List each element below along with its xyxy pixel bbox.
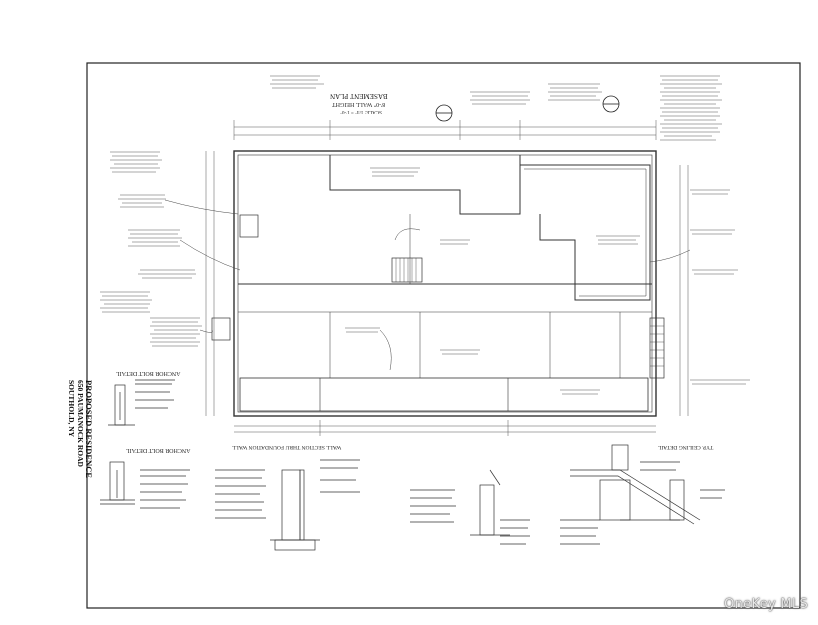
- title-line-3: SOUTHOLD, NY: [67, 380, 76, 438]
- title-block: PROPOSED RESIDENCE 650 PAUMANOCK ROAD SO…: [58, 380, 98, 500]
- ceiling-detail-title: TYP. CEILING DETAIL: [658, 444, 714, 450]
- ceiling-detail: [560, 444, 725, 545]
- anchor-bolt-detail-1: [108, 379, 175, 426]
- title-line-2: 650 PAUMANOCK ROAD: [76, 380, 85, 467]
- foundation-outline: [211, 150, 665, 417]
- anchor-bolt-detail-2: [100, 461, 190, 509]
- wall-height-label: 8'-0" WALL HEIGHT: [332, 101, 386, 107]
- note-blocks: [100, 75, 750, 395]
- basement-plan-title: BASEMENT PLAN: [330, 92, 388, 100]
- title-line-1: PROPOSED RESIDENCE: [84, 380, 94, 479]
- footing-detail: [410, 469, 530, 545]
- wall-section-title: WALL SECTION THRU FOUNDATION WALL: [232, 444, 342, 450]
- scale-label: SCALE: 1/4" = 1'-0": [340, 109, 382, 114]
- section-markers: [435, 95, 620, 122]
- wall-section-detail: [215, 459, 360, 551]
- anchor-bolt-title-1: ANCHOR BOLT DETAIL: [116, 370, 181, 376]
- leader-lines: [164, 199, 691, 371]
- dimension-lines: [205, 120, 689, 436]
- watermark-logo: OneKey MLS: [724, 597, 808, 612]
- anchor-bolt-title-2: ANCHOR BOLT DETAIL: [126, 447, 191, 453]
- sheet-border: [86, 62, 801, 609]
